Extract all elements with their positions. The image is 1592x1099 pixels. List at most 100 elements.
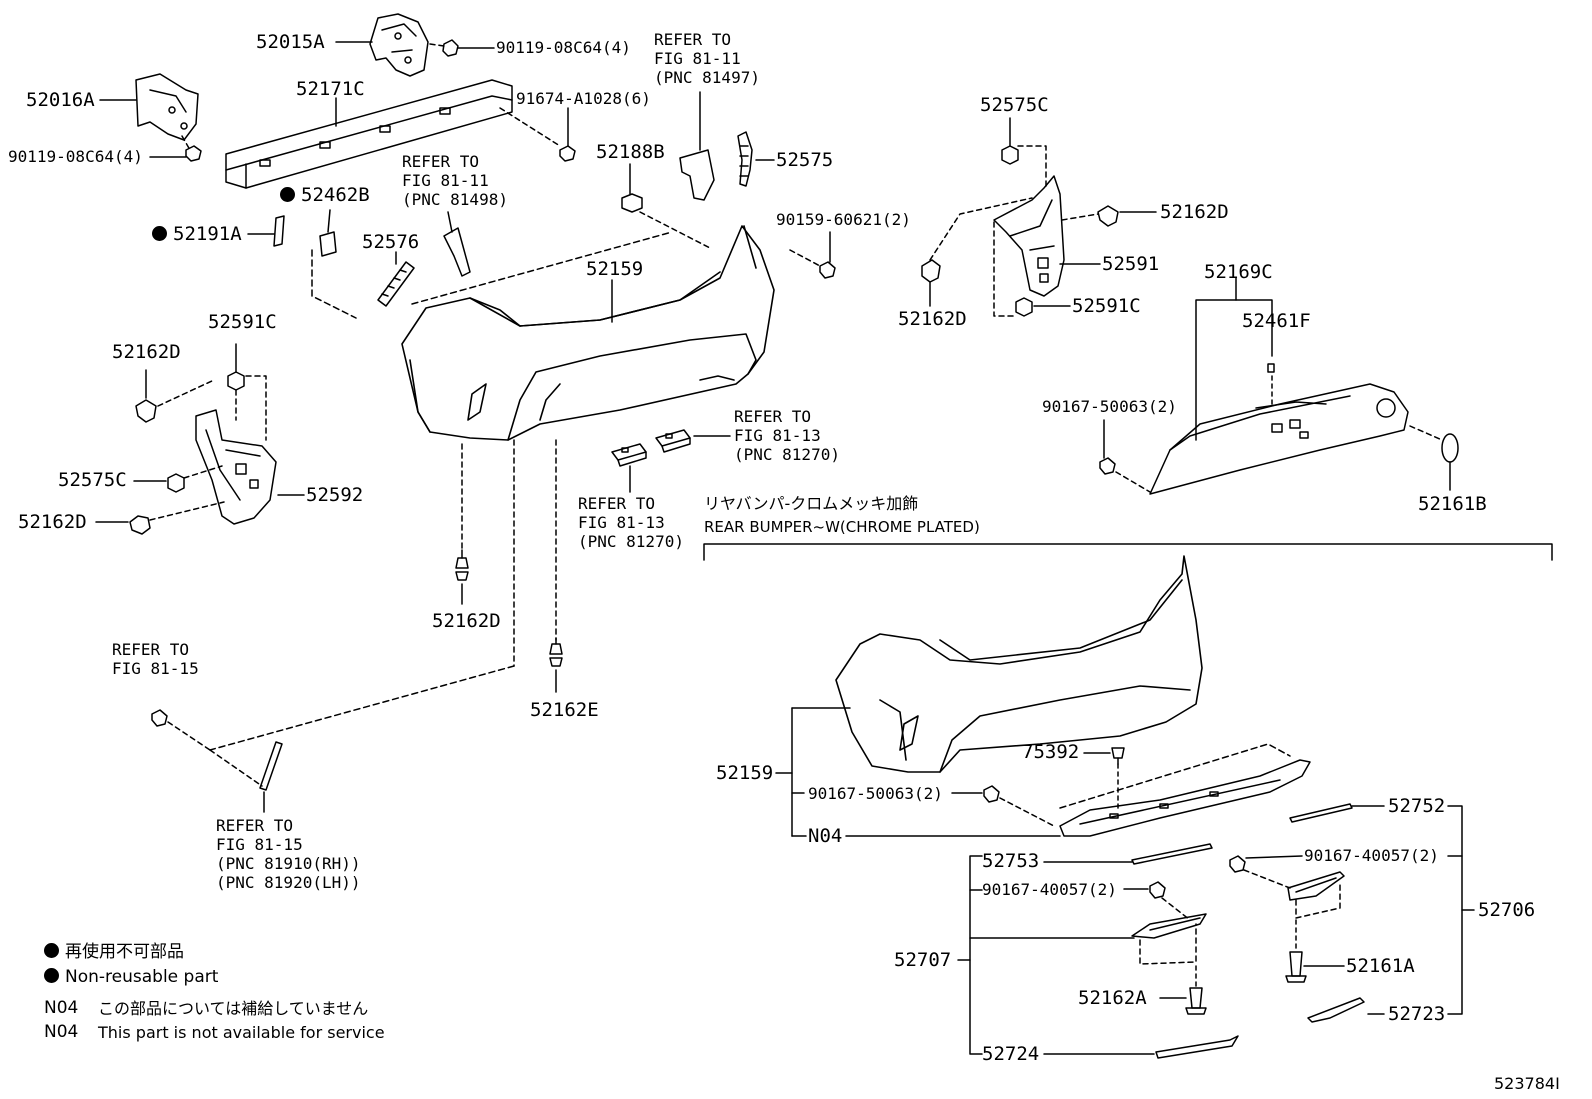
bolt-90167-40057-r [1229,855,1246,873]
clip-52162D-l2 [129,515,151,535]
label-52592: 52592 [306,484,364,506]
clip-52576 [377,261,415,307]
label-75392: 75392 [1022,741,1080,763]
section-title-jp: リヤバンパ-クロムメッキ加飾 [704,494,919,513]
label-52161A: 52161A [1346,955,1415,977]
bolt-90167-r [1099,457,1116,475]
bumper-cover-52159-chrome [835,555,1203,773]
legend-n04-code-2: N04 [44,1022,79,1042]
garnish-52752 [1289,803,1353,823]
clip-52162D-mid [455,549,469,581]
clip-52575C-l [167,473,185,493]
label-52191A-text: 52191A [173,223,242,245]
bolt-90167-40057-l [1149,881,1166,899]
garnish-52724 [1155,1035,1239,1059]
side-bracket-52591 [993,175,1065,297]
garnish-52707 [1131,913,1207,939]
lamp-81270-a [611,443,647,467]
label-52162D-mid: 52162D [432,610,501,632]
bumper-cover-52159 [401,225,775,441]
nut-52591C-l [227,371,245,391]
bracket-52016A [135,73,199,141]
label-52171C: 52171C [296,78,365,100]
refer-81270-b: REFER TO FIG 81-13 (PNC 81270) [578,494,684,551]
bolt-90119-b [185,145,202,162]
section-title-en: REAR BUMPER~W(CHROME PLATED) [704,518,980,536]
label-52591C-l: 52591C [208,311,277,333]
label-90167-r: 90167-50063(2) [1042,397,1177,416]
retainer-52188B [621,193,643,213]
non-reusable-dot [280,187,295,202]
part-81497 [679,149,715,201]
reflector-81910 [259,741,283,791]
label-52162D-r1: 52162D [1160,201,1229,223]
clip-52161A [1285,951,1307,983]
label-52159-bot: 52159 [716,762,774,784]
side-bracket-52592 [195,409,277,525]
bolt-91674 [559,145,576,162]
label-52707: 52707 [894,949,952,971]
label-52162E: 52162E [530,699,599,721]
garnish-52723 [1307,997,1365,1023]
label-52191A: 52191A [152,225,242,244]
label-52015A: 52015A [256,31,325,53]
clip-52575 [737,131,753,187]
label-52462B-text: 52462B [301,184,370,206]
clip-52162D-l1 [135,399,157,423]
label-52724: 52724 [982,1043,1040,1065]
clip-52162E [549,637,563,667]
label-52575C-r: 52575C [980,94,1049,116]
label-52591: 52591 [1102,253,1160,275]
garnish-52753 [1131,843,1213,865]
legend-en-nonreusable: Non-reusable part [44,968,218,986]
label-52752: 52752 [1388,795,1446,817]
label-90159: 90159-60621(2) [776,210,911,229]
legend-n04-code-1: N04 [44,998,79,1018]
pad-52462B [319,231,337,257]
label-52462B: 52462B [280,186,370,205]
label-90167-40057-l: 90167-40057(2) [982,880,1117,899]
clip-52162D-r1 [1097,205,1119,227]
label-52723: 52723 [1388,1003,1446,1025]
label-52575C-l: 52575C [58,469,127,491]
legend-dot-en [44,968,59,983]
lower-cover-52169C [1149,383,1409,495]
refer-81498: REFER TO FIG 81-11 (PNC 81498) [402,152,508,209]
non-reusable-dot [152,226,167,241]
label-52575: 52575 [776,149,834,171]
label-90167-b: 90167-50063(2) [808,784,943,803]
clip-52162D-r2 [921,259,941,283]
legend-jp-text: 再使用不可部品 [65,942,184,962]
refer-81497: REFER TO FIG 81-11 (PNC 81497) [654,30,760,87]
label-91674: 91674-A1028(6) [516,89,651,108]
refer-81270-a: REFER TO FIG 81-13 (PNC 81270) [734,407,840,464]
refer-81-15-a: REFER TO FIG 81-15 [112,640,199,678]
label-52162D-r2: 52162D [898,308,967,330]
legend-en-text: Non-reusable part [65,967,219,987]
label-52753: 52753 [982,850,1040,872]
refer-81-15-b: REFER TO FIG 81-15 (PNC 81910(RH)) (PNC … [216,816,361,892]
label-90119-a: 90119-08C64(4) [496,38,631,57]
bolt-90167-b [983,785,1000,803]
legend-jp-nonreusable: 再使用不可部品 [44,943,184,961]
label-52188B: 52188B [596,141,665,163]
legend-dot-jp [44,943,59,958]
garnish-52706 [1287,871,1345,901]
pad-52191A [273,215,285,247]
retainer-75392 [1111,747,1125,765]
label-52016A: 52016A [26,89,95,111]
reinforcement-52171C [225,79,513,189]
bolt-90119-a [442,39,459,57]
label-52576: 52576 [362,231,420,253]
legend-n04-jp: この部品については補給していません [98,999,369,1018]
figure-id: 523784I [1494,1074,1560,1093]
label-52591C-r: 52591C [1072,295,1141,317]
chrome-garnish-assy [1059,759,1311,837]
label-52461F: 52461F [1242,310,1311,332]
label-52706: 52706 [1478,899,1536,921]
label-52162A: 52162A [1078,987,1147,1009]
lamp-81270-b [655,429,691,453]
legend-n04-en: This part is not available for service [98,1023,385,1042]
screw-90159 [819,261,836,279]
